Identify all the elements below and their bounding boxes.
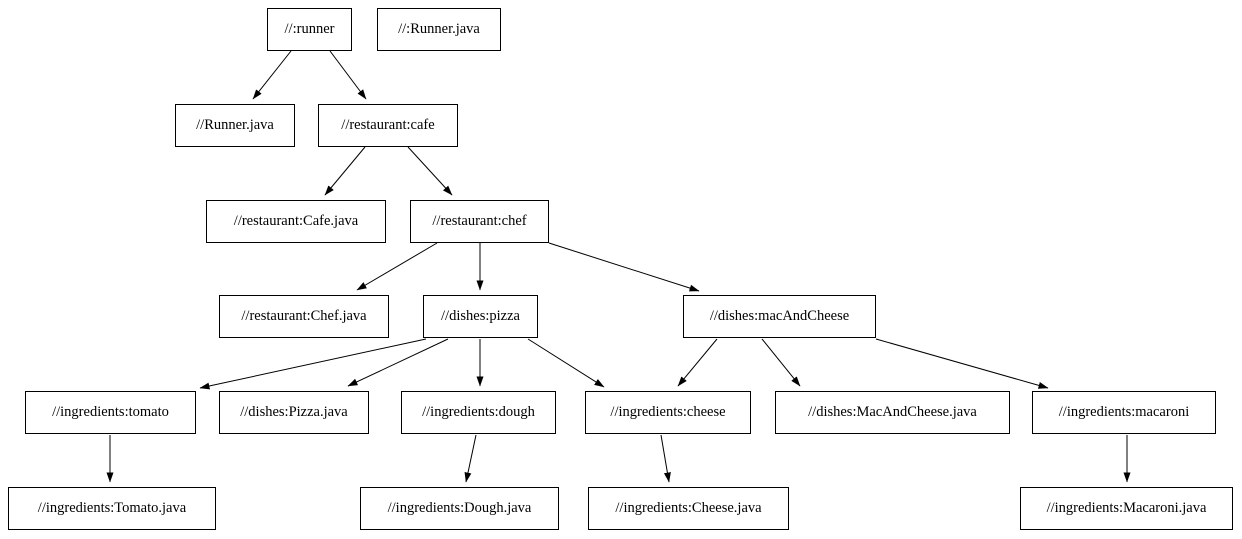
edge-restaurant-cafe-to-restaurant-cafe-java: [324, 146, 366, 196]
node-dishes-pizza: //dishes:pizza: [423, 295, 538, 338]
node-ingredients-cheese-java: //ingredients:Cheese.java: [588, 487, 789, 530]
node-ingredients-macaroni-java: //ingredients:Macaroni.java: [1020, 487, 1233, 530]
node-ingredients-cheese: //ingredients:cheese: [585, 391, 751, 434]
node-ingredients-tomato: //ingredients:tomato: [25, 391, 196, 434]
edge-runner-to-restaurant-cafe: [329, 50, 367, 100]
edge-dishes-mac-and-cheese-to-ingredients-macaroni: [875, 338, 1049, 389]
node-ingredients-dough-java: //ingredients:Dough.java: [360, 487, 559, 530]
edge-restaurant-chef-to-restaurant-chef-java: [356, 242, 438, 291]
edge-dishes-pizza-to-ingredients-cheese: [527, 338, 605, 388]
node-restaurant-cafe-java: //restaurant:Cafe.java: [206, 200, 386, 243]
node-restaurant-chef: //restaurant:chef: [410, 200, 549, 243]
edge-restaurant-chef-to-dishes-mac-and-cheese: [548, 242, 700, 292]
node-dishes-mac-and-cheese: //dishes:macAndCheese: [683, 295, 876, 338]
node-ingredients-macaroni: //ingredients:macaroni: [1032, 391, 1216, 434]
edge-ingredients-cheese-to-ingredients-cheese-java: [660, 434, 671, 483]
node-dishes-mac-and-cheese-java: //dishes:MacAndCheese.java: [775, 391, 1010, 434]
edge-dishes-mac-and-cheese-to-dishes-mac-and-cheese-java: [761, 338, 801, 387]
node-ingredients-tomato-java: //ingredients:Tomato.java: [8, 487, 216, 530]
edge-restaurant-cafe-to-restaurant-chef: [407, 146, 453, 196]
edge-runner-to-runner-java: [252, 50, 292, 100]
edge-dishes-pizza-to-dishes-pizza-java: [347, 338, 449, 387]
edge-ingredients-dough-to-ingredients-dough-java: [464, 434, 477, 483]
edge-dishes-mac-and-cheese-to-ingredients-cheese: [677, 338, 718, 387]
node-runner: //:runner: [267, 8, 352, 51]
node-root-runner-java: //:Runner.java: [377, 8, 501, 51]
edge-dishes-pizza-to-ingredients-tomato: [199, 338, 427, 390]
node-dishes-pizza-java: //dishes:Pizza.java: [219, 391, 369, 434]
node-restaurant-chef-java: //restaurant:Chef.java: [219, 295, 389, 338]
node-ingredients-dough: //ingredients:dough: [401, 391, 556, 434]
node-restaurant-cafe: //restaurant:cafe: [318, 104, 458, 147]
node-runner-java: //Runner.java: [175, 104, 295, 147]
